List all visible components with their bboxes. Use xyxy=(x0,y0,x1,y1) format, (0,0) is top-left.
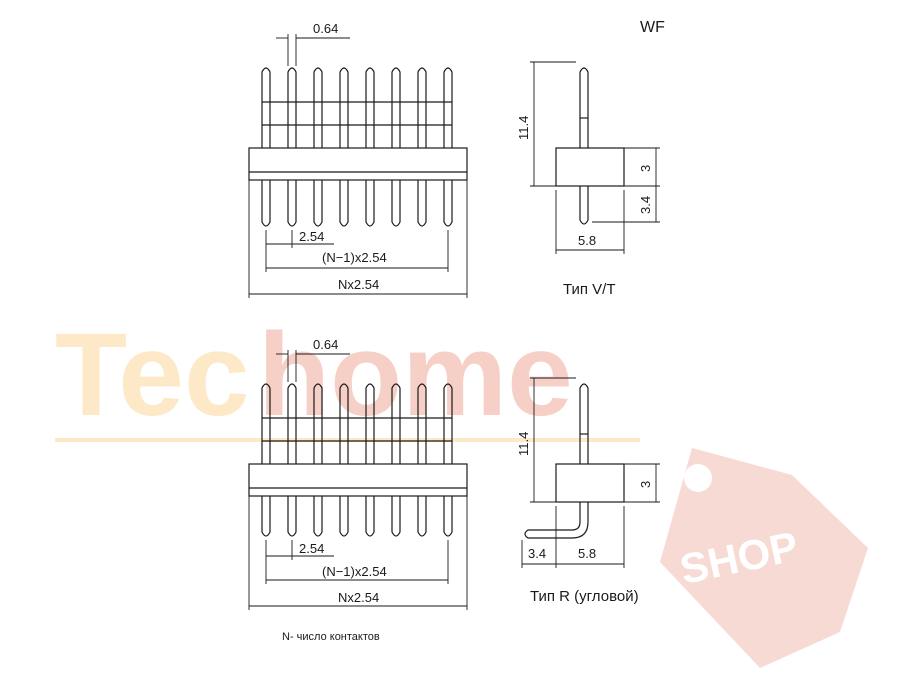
dim-length xyxy=(248,180,468,298)
watermark: Tec home SHOP xyxy=(55,309,868,668)
dim-label-tail: 3.4 xyxy=(638,196,653,214)
connector-body xyxy=(248,463,468,497)
shop-tag: SHOP xyxy=(660,448,868,668)
pins-bottom-upper xyxy=(261,383,453,464)
dim-label-pin-width: 0.64 xyxy=(313,21,338,36)
pin-tail-6 xyxy=(391,180,401,227)
dim-label-height-total: 11.4 xyxy=(516,116,531,140)
pin-7 xyxy=(417,67,427,148)
side-body xyxy=(555,463,625,503)
pin-tail-1 xyxy=(261,180,271,227)
dim-tail xyxy=(521,540,556,568)
pin-tail-8 xyxy=(443,180,453,227)
dim-body-depth xyxy=(555,506,625,568)
pin-8 xyxy=(443,67,453,148)
watermark-brand-left: Tec xyxy=(55,309,250,441)
dim-pin-width xyxy=(276,34,350,66)
pin-5 xyxy=(365,67,375,148)
pin-5 xyxy=(365,383,375,464)
pin-2 xyxy=(287,67,297,148)
pin-3 xyxy=(313,383,323,464)
caption-vertical: Тип V/T xyxy=(563,281,616,298)
dim-pitch xyxy=(265,540,334,584)
pins-top-upper xyxy=(261,67,453,148)
pin-tail-5 xyxy=(365,180,375,227)
dim-label-span: (N−1)x2.54 xyxy=(322,564,387,579)
side-pin-bent xyxy=(524,502,589,539)
dim-label-body-height: 3 xyxy=(638,481,653,488)
series-label: WF xyxy=(640,19,665,36)
dim-height-total xyxy=(530,61,576,187)
pin-3 xyxy=(313,67,323,148)
dim-label-height-total: 11.4 xyxy=(516,432,531,456)
shop-tag-shape xyxy=(660,448,868,668)
pin-tail-7 xyxy=(417,180,427,227)
dim-body-depth xyxy=(555,190,625,254)
dim-label-length: Nx2.54 xyxy=(338,590,379,605)
side-pin-upper xyxy=(579,67,589,148)
dim-pin-width xyxy=(276,350,350,382)
dim-body-height xyxy=(624,463,660,503)
pin-tail-2 xyxy=(287,496,297,537)
pin-tail-3 xyxy=(313,180,323,227)
dim-label-body-depth: 5.8 xyxy=(578,233,596,248)
front-view-vertical xyxy=(248,34,468,298)
pin-tail-4 xyxy=(339,180,349,227)
dim-label-length: Nx2.54 xyxy=(338,277,379,292)
footnote: N- число контактов xyxy=(282,631,380,643)
side-pin-lower xyxy=(579,186,589,225)
dim-tail xyxy=(592,186,660,223)
front-view-angled xyxy=(248,350,468,610)
connector-body xyxy=(248,147,468,181)
pin-4 xyxy=(339,383,349,464)
dim-label-tail: 3.4 xyxy=(528,546,546,561)
pins-top-lower xyxy=(261,180,453,227)
pin-tail-4 xyxy=(339,496,349,537)
pin-tail-1 xyxy=(261,496,271,537)
pin-1 xyxy=(261,383,271,464)
dim-label-pitch: 2.54 xyxy=(299,541,324,556)
pin-8 xyxy=(443,383,453,464)
pin-6 xyxy=(391,67,401,148)
pin-tail-3 xyxy=(313,496,323,537)
dim-label-pitch: 2.54 xyxy=(299,229,324,244)
pin-tail-5 xyxy=(365,496,375,537)
dim-height-total xyxy=(530,377,576,503)
pin-tail-6 xyxy=(391,496,401,537)
pin-tail-8 xyxy=(443,496,453,537)
pin-tail-2 xyxy=(287,180,297,227)
dim-label-pin-width: 0.64 xyxy=(313,337,338,352)
side-view-angled xyxy=(521,377,660,568)
pins-bottom-lower xyxy=(261,496,453,537)
dim-length xyxy=(248,496,468,610)
pin-1 xyxy=(261,67,271,148)
pin-tail-7 xyxy=(417,496,427,537)
pin-6 xyxy=(391,383,401,464)
pin-4 xyxy=(339,67,349,148)
dim-span xyxy=(266,540,449,584)
dim-pitch xyxy=(265,230,334,272)
side-view-vertical xyxy=(530,61,660,254)
shop-tag-hole xyxy=(684,464,712,492)
dim-label-body-depth: 5.8 xyxy=(578,546,596,561)
dim-body-height xyxy=(624,147,660,187)
pin-7 xyxy=(417,383,427,464)
dim-label-body-height: 3 xyxy=(638,165,653,172)
pin-2 xyxy=(287,383,297,464)
watermark-brand-right: home xyxy=(258,309,573,441)
side-pin-upper xyxy=(579,383,589,464)
caption-angled: Тип R (угловой) xyxy=(530,588,639,605)
dim-label-span: (N−1)x2.54 xyxy=(322,250,387,265)
dim-span xyxy=(266,230,449,272)
side-body xyxy=(555,147,625,187)
